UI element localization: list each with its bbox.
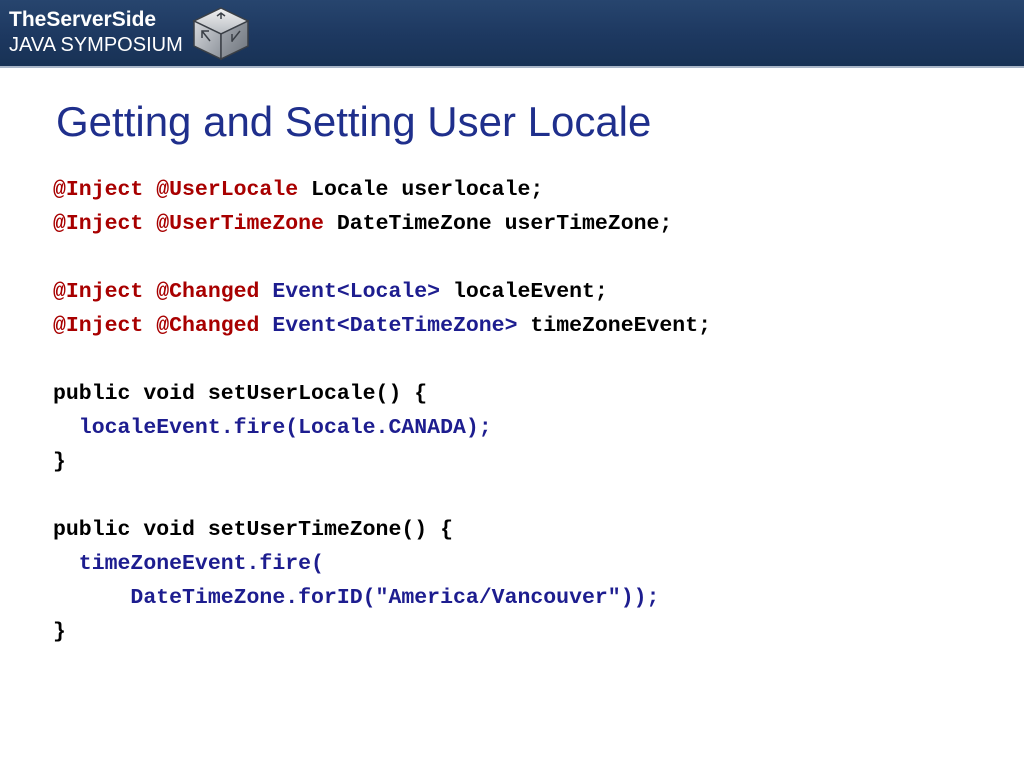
code-line: localeEvent.fire(Locale.CANADA); <box>53 411 1013 445</box>
code-token: localeEvent; <box>440 280 608 304</box>
code-token: Locale userlocale; <box>311 178 544 202</box>
code-blank-line <box>53 479 1013 513</box>
code-line: timeZoneEvent.fire( <box>53 547 1013 581</box>
brand-name: TheServerSide <box>9 8 157 31</box>
code-token: @Inject @Changed <box>53 280 273 304</box>
code-blank-line <box>53 241 1013 275</box>
code-token: timeZoneEvent; <box>517 314 712 338</box>
slide-header: TheServerSide JAVA SYMPOSIUM <box>0 0 1024 68</box>
code-line: } <box>53 615 1013 649</box>
code-line: public void setUserTimeZone() { <box>53 513 1013 547</box>
code-line: @Inject @UserLocale Locale userlocale; <box>53 173 1013 207</box>
code-token: Event<Locale> <box>272 280 441 304</box>
code-token: DateTimeZone.forID("America/Vancouver"))… <box>53 586 660 610</box>
code-token: @Inject @Changed <box>53 314 273 338</box>
code-token: } <box>53 620 66 644</box>
code-token: @Inject @UserLocale <box>53 178 312 202</box>
code-token: public void setUserLocale() { <box>53 382 428 406</box>
code-token: } <box>53 450 66 474</box>
code-token: timeZoneEvent.fire( <box>53 552 324 576</box>
code-token: @Inject @UserTimeZone <box>53 212 337 236</box>
code-line: @Inject @Changed Event<Locale> localeEve… <box>53 275 1013 309</box>
code-line: public void setUserLocale() { <box>53 377 1013 411</box>
code-token: Event<DateTimeZone> <box>272 314 518 338</box>
code-block: @Inject @UserLocale Locale userlocale;@I… <box>53 173 1013 649</box>
code-line: } <box>53 445 1013 479</box>
code-token: DateTimeZone userTimeZone; <box>336 212 673 236</box>
code-token: public void setUserTimeZone() { <box>53 518 453 542</box>
code-line: @Inject @UserTimeZone DateTimeZone userT… <box>53 207 1013 241</box>
cube-icon <box>192 7 250 61</box>
code-token: localeEvent.fire(Locale.CANADA); <box>53 416 492 440</box>
slide-title: Getting and Setting User Locale <box>56 98 652 145</box>
code-blank-line <box>53 343 1013 377</box>
code-line: DateTimeZone.forID("America/Vancouver"))… <box>53 581 1013 615</box>
code-line: @Inject @Changed Event<DateTimeZone> tim… <box>53 309 1013 343</box>
brand-subtitle: JAVA SYMPOSIUM <box>9 34 183 56</box>
